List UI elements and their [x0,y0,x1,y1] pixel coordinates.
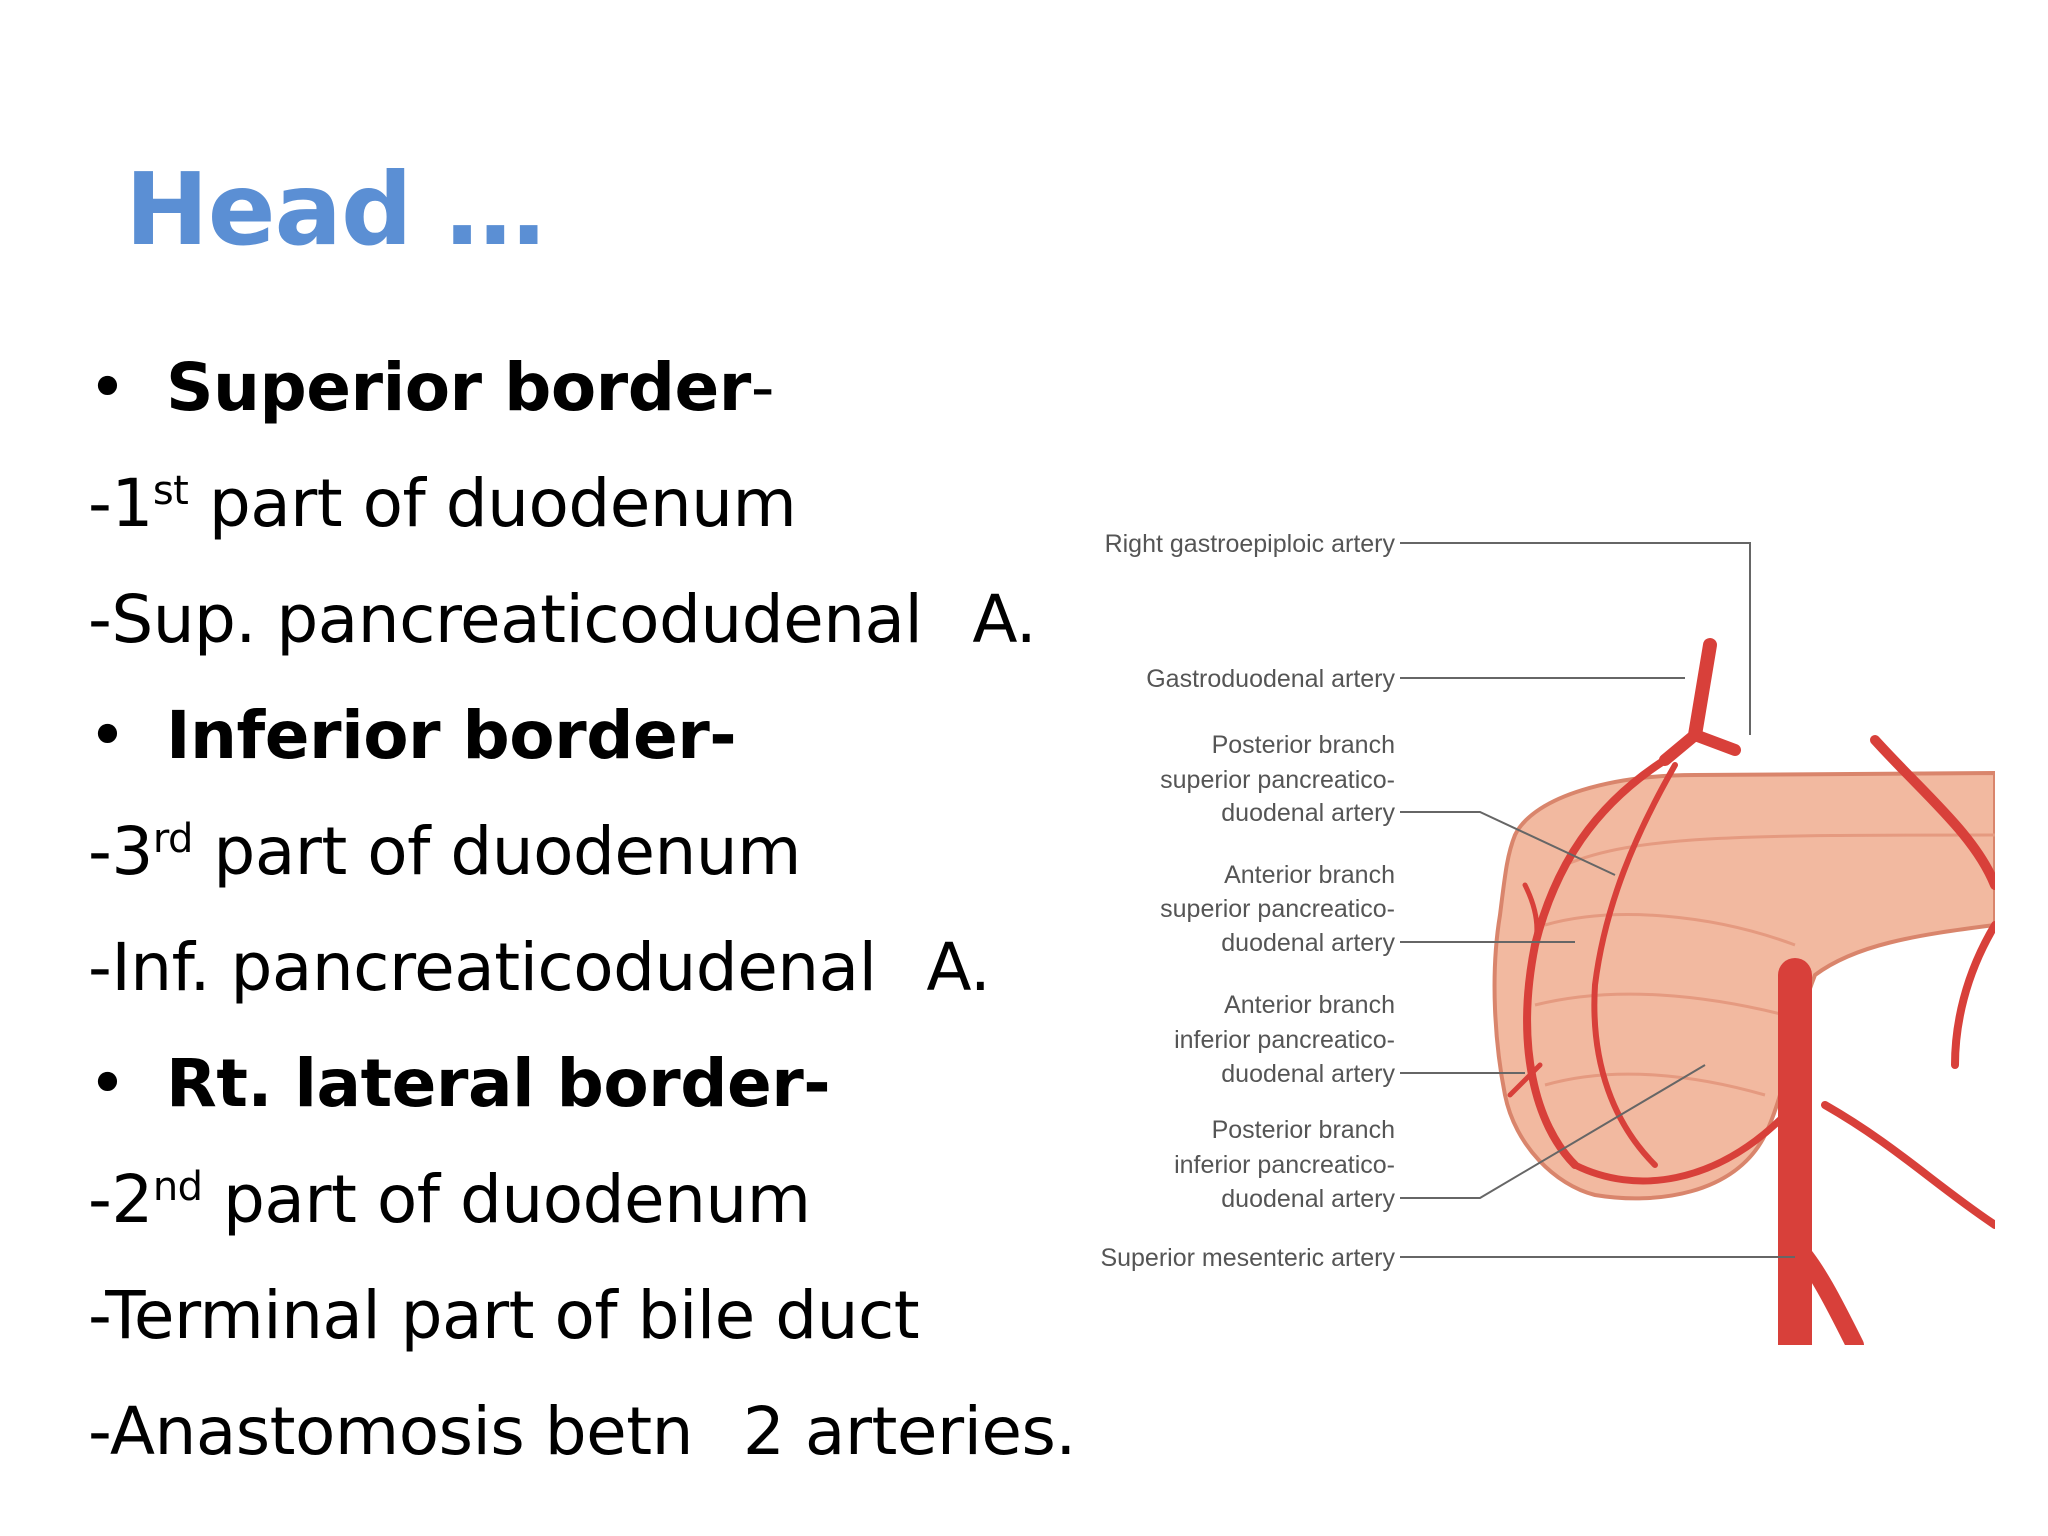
leader-lines [1400,542,1795,1258]
label-superior-mesenteric-artery: Superior mesenteric artery [1100,1244,1395,1272]
list-item: -Terminal part of bile duct [88,1277,920,1354]
pancreas-illustration [1492,770,1995,1201]
content-list: • Superior border- -1st part of duodenum… [88,330,1076,1490]
pancreas-artery-diagram: Right gastroepiploic artery Gastroduoden… [1095,505,1995,1345]
label-anterior-sup-line3: duodenal artery [1221,929,1395,957]
list-item: -3rd part of duodenum [88,813,801,890]
label-posterior-sup-line2: superior pancreatico- [1160,766,1395,794]
label-posterior-sup-line1: Posterior branch [1212,731,1395,759]
label-anterior-sup-line1: Anterior branch [1224,861,1395,889]
label-posterior-inf-line1: Posterior branch [1212,1116,1395,1144]
bullet-heading: Inferior border- [166,697,737,774]
list-item: -1st part of duodenum [88,465,797,542]
label-posterior-sup-line3: duodenal artery [1221,799,1395,827]
bullet-heading: Superior border [166,349,751,426]
label-posterior-inf-line3: duodenal artery [1221,1185,1395,1213]
label-anterior-inf-line3: duodenal artery [1221,1060,1395,1088]
artery-network [1507,638,1995,1345]
bullet-icon: • [88,697,127,774]
label-gastroduodenal-artery: Gastroduodenal artery [1146,665,1395,693]
bullet-rt-lateral-border: • Rt. lateral border- [88,1026,1076,1142]
label-anterior-inf-line1: Anterior branch [1224,991,1395,1019]
bullet-icon: • [88,349,127,426]
label-right-gastroepiploic-artery: Right gastroepiploic artery [1105,530,1396,558]
list-item: -2nd part of duodenum [88,1161,811,1238]
label-anterior-sup-line2: superior pancreatico- [1160,895,1395,923]
diagram-labels: Right gastroepiploic artery Gastroduoden… [1100,530,1395,1272]
label-posterior-inf-line2: inferior pancreatico- [1174,1151,1395,1179]
bullet-superior-border: • Superior border- [88,330,1076,446]
bullet-inferior-border: • Inferior border- [88,678,1076,794]
slide-title: Head … [125,151,545,268]
label-anterior-inf-line2: inferior pancreatico- [1174,1026,1395,1054]
bullet-heading: Rt. lateral border- [166,1045,831,1122]
bullet-icon: • [88,1045,127,1122]
